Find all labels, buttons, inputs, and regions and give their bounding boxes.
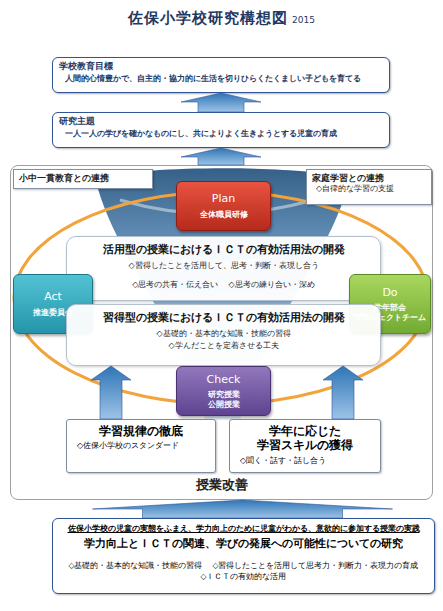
flow-arrow [93,500,393,518]
year-label: 2015 [292,15,315,25]
box-text: ◇自律的な学習の支援 [312,184,426,194]
box-text: ◇基礎的・基本的な知識・技能の習得 [75,328,372,340]
flow-arrow [181,148,261,165]
box-heading: Act [44,290,62,304]
box-text: 学力向上とＩＣＴの関連、学びの発展への可能性についての研究 [57,537,430,551]
link-box: 小中一貫教育との連携 [13,169,153,189]
link-box: 家庭学習との連携◇自律的な学習の支援 [306,169,432,205]
box-text: ◇学んだことを定着させる工夫 [75,340,372,352]
page-header: 佐保小学校研究構想図 2015 [0,8,443,28]
box-text: ◇習得したことを活用して、思考・判断・表現し合う [75,260,372,272]
box-text: 一人一人の学びを確かなものにし、共によりよく生きようとする児童の育成 [59,128,383,139]
box-heading: Check [207,373,241,387]
box-heading: 小中一貫教育との連携 [19,173,147,184]
flow-arrow [91,366,131,419]
flow-arrow [323,366,363,419]
box-text: ◇基礎的・基本的な知識・技能の習得 [69,561,203,571]
box-heading: 研究主題 [59,116,383,128]
lesson-box: 活用型の授業におけるＩＣＴの有効活用法の開発 ◇習得したことを活用して、思考・判断… [66,236,381,301]
box-heading: 学年に応じた 学習スキルの獲得 [257,424,353,453]
base-box: 学習規律の徹底 ◇佐保小学校のスタンダード [66,419,216,473]
check-box: Check 研究授業 公開授業 [176,366,271,416]
box-heading: Plan [212,192,235,206]
lesson-box: 習得型の授業におけるＩＣＴの有効活用法の開発 ◇基礎的・基本的な知識・技能の習得◇… [66,304,381,366]
plan-box: Plan 全体職員研修 [176,181,271,231]
foundation-box: 佐保小学校の児童の実態をふまえ、学力向上のために児童がわかる、意欲的に参加する授… [52,518,435,594]
box-text: 研究授業 公開授業 [208,390,240,410]
box-heading: 学習規律の徹底 [73,424,209,438]
box-text: 人間的心情豊かで、自主的・協力的に生活を切りひらくたくましい子どもを育てる [59,73,383,84]
box-heading: Do [382,286,397,300]
box-text: ◇思考の練り合い・深め [229,279,315,291]
box-heading: 家庭学習との連携 [312,173,426,184]
box-text: 全体職員研修 [200,210,248,220]
frame-box: 授業改善 小中一貫教育との連携 家庭学習との連携◇自律的な学習の支援 Plan 全体職員… [10,165,433,500]
box-heading: 授業改善 [11,477,432,494]
box-heading: 学校教育目標 [59,61,383,73]
box-text: ◇思考の共有・伝え合い [132,279,218,291]
box-text: ◇佐保小学校のスタンダード [73,441,209,451]
theme-box: 研究主題一人一人の学びを確かなものにし、共によりよく生きようとする児童の育成 [52,112,390,148]
box-text: ◇習得したことを活用して思考力・判断力・表現力の育成 [213,561,419,571]
box-heading: 佐保小学校の児童の実態をふまえ、学力向上のために児童がわかる、意欲的に参加する授… [57,524,430,534]
box-text: ◇ＩＣＴの有効的な活用 [57,572,430,582]
box-heading: 習得型の授業におけるＩＣＴの有効活用法の開発 [75,311,372,325]
goal-box: 学校教育目標人間的心情豊かで、自主的・協力的に生活を切りひらくたくましい子どもを… [52,57,390,93]
diagram-title: 佐保小学校研究構想図 [128,9,288,27]
box-heading: 活用型の授業におけるＩＣＴの有効活用法の開発 [75,243,372,257]
flow-arrow [181,93,261,112]
base-box: 学年に応じた 学習スキルの獲得 ◇聞く・話す・話し合う [229,419,381,473]
box-text: ◇聞く・話す・話し合う [236,456,374,466]
